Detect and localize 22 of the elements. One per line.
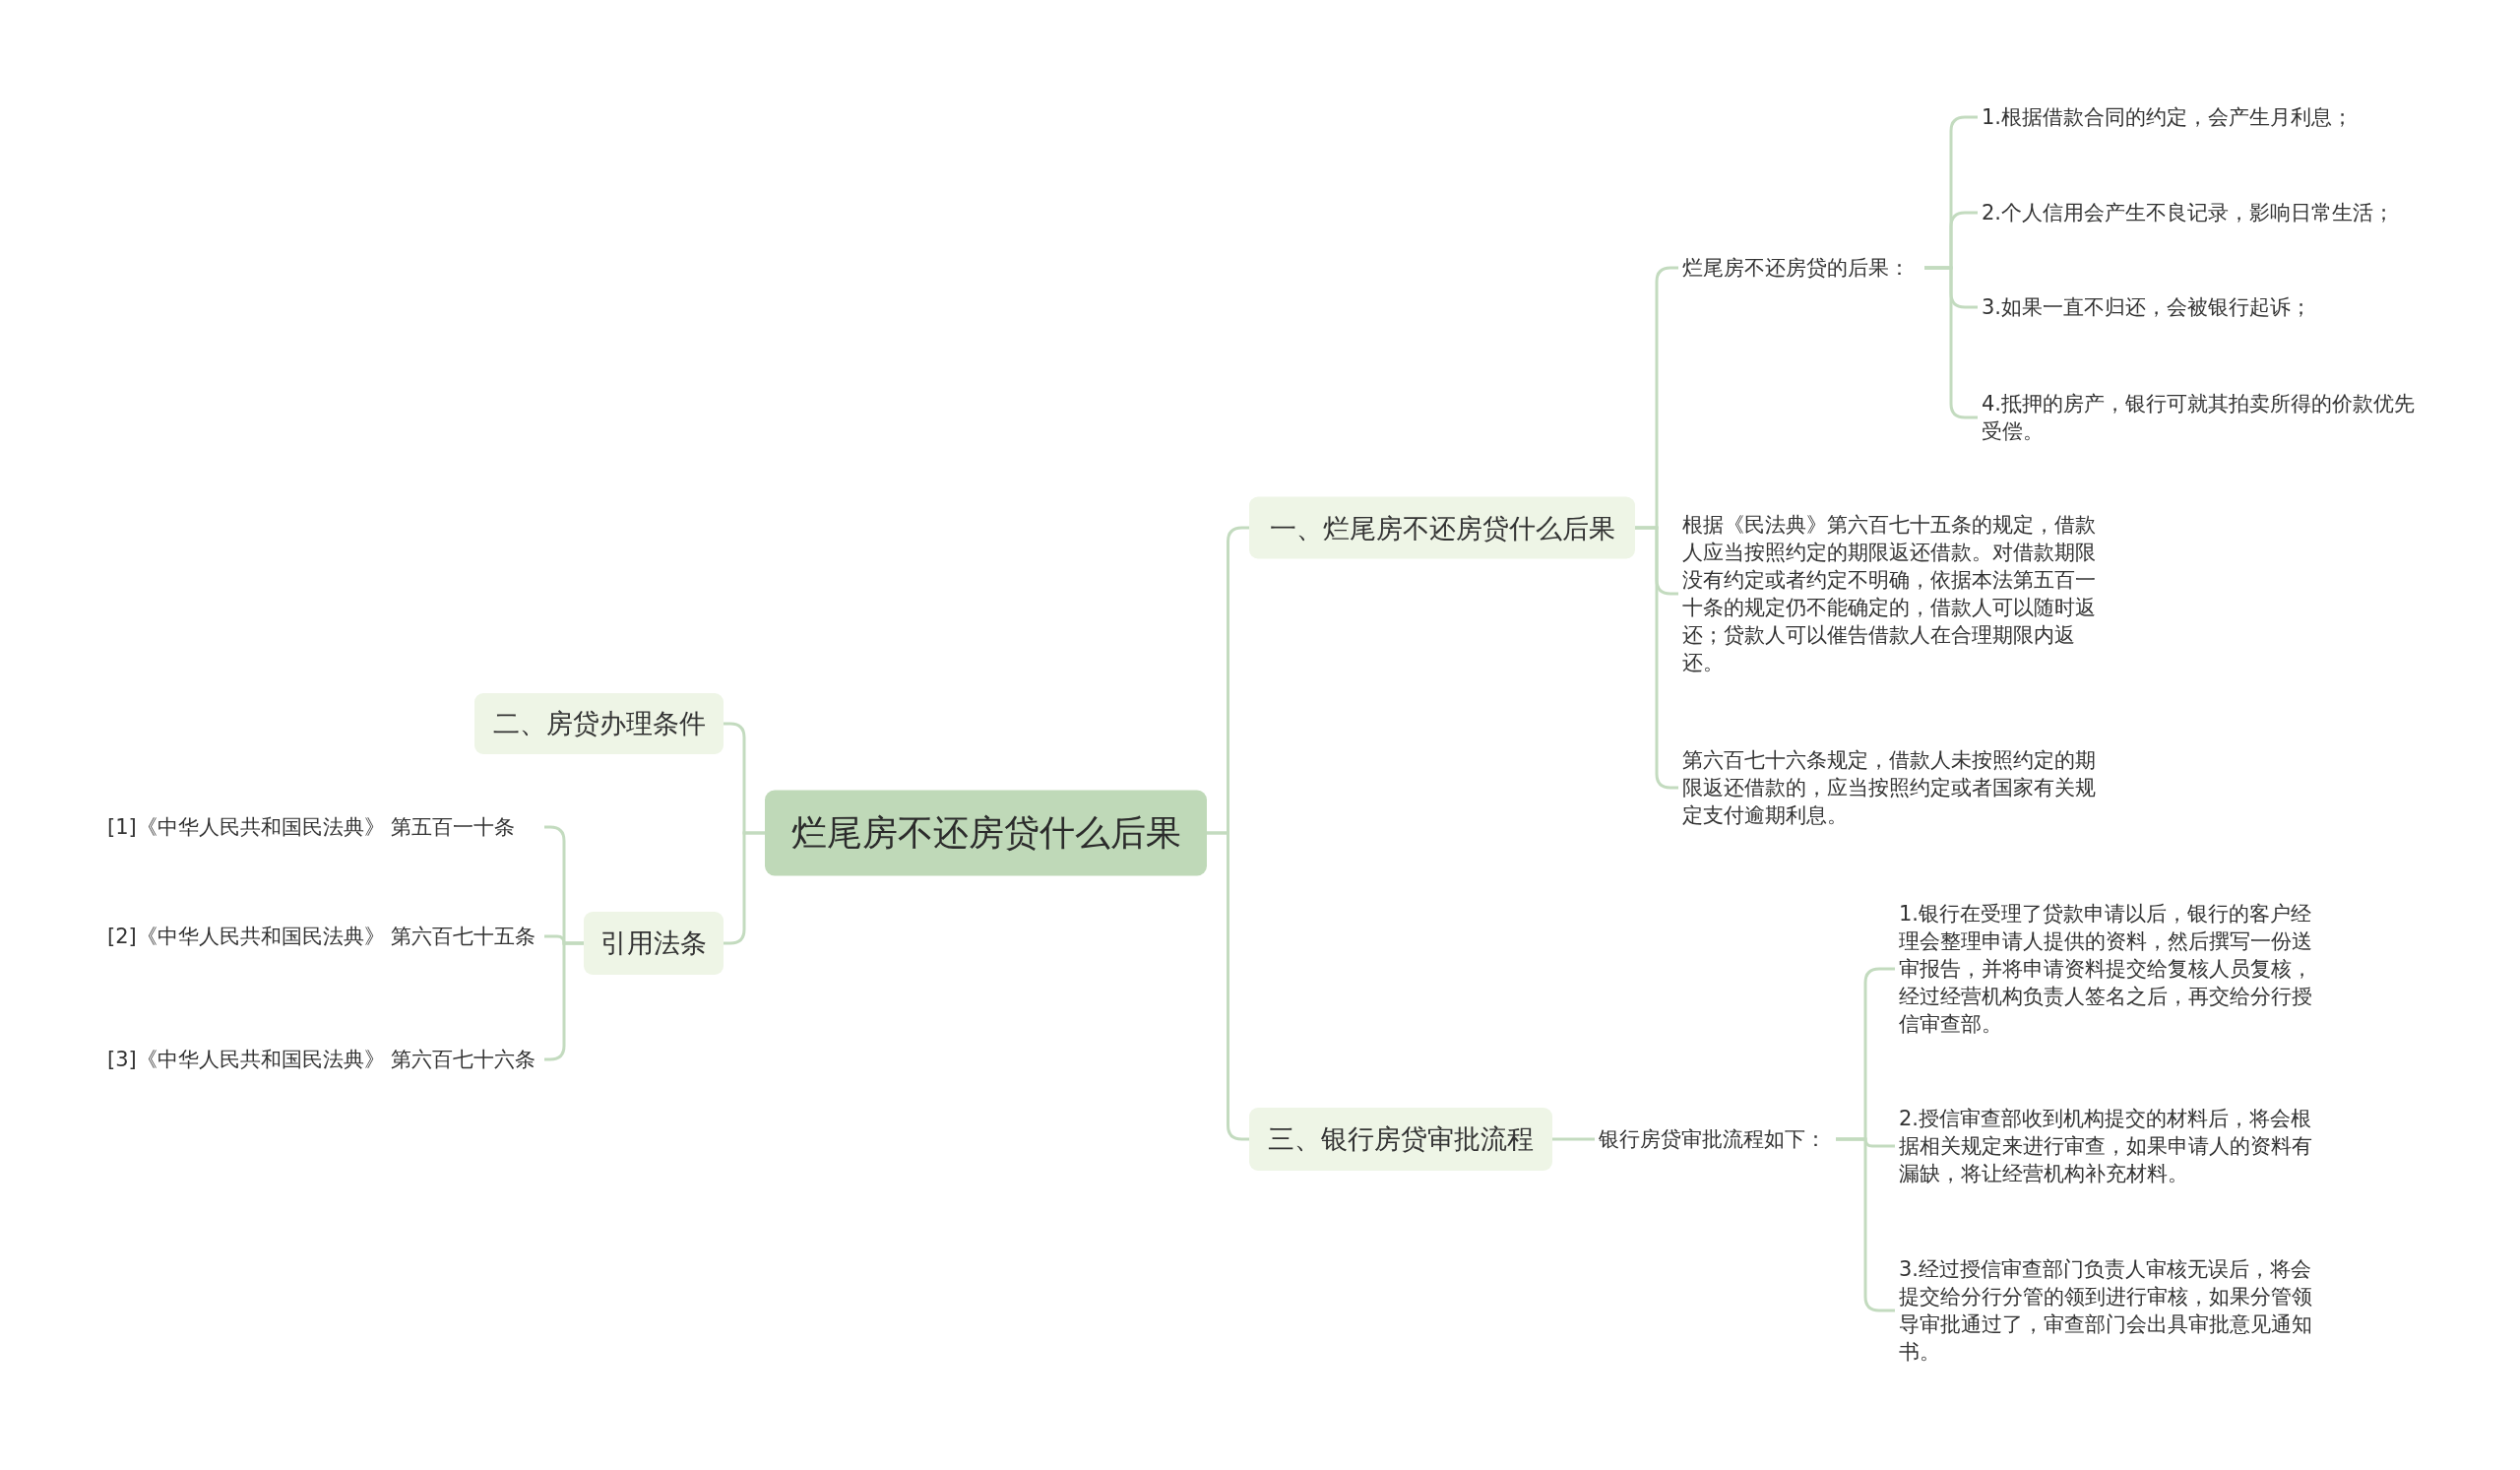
topic-box: 二、房贷办理条件 xyxy=(474,693,724,754)
topic-text: 3.如果一直不归还，会被银行起诉； xyxy=(1978,291,2421,323)
topic-text: 1.根据借款合同的约定，会产生月利息； xyxy=(1978,101,2421,133)
topic-text: 第六百七十六条规定，借款人未按照约定的期限返还借款的，应当按照约定或者国家有关规定支付逾期利息。 xyxy=(1678,744,2104,831)
topic-text: [3]《中华人民共和国民法典》 第六百七十六条 xyxy=(103,1044,544,1075)
topic-text: [2]《中华人民共和国民法典》 第六百七十五条 xyxy=(103,921,544,952)
topic-text: 根据《民法典》第六百七十五条的规定，借款人应当按照约定的期限返还借款。对借款期限没有约定或者约定不明确，依据本法第五百一十条的规定仍不能确定的，借款人可以随时返还；贷款人可以催告借款人在合理期限内返还。 xyxy=(1678,509,2104,678)
topic-text: 2.授信审查部收到机构提交的材料后，将会根据相关规定来进行审查，如果申请人的资料有漏缺，将让经营机构补充材料。 xyxy=(1895,1103,2320,1189)
topic-text: 1.银行在受理了贷款申请以后，银行的客户经理会整理申请人提供的资料，然后撰写一份送审报告，并将申请资料提交给复核人员复核，经过经营机构负责人签名之后，再交给分行授信审查部。 xyxy=(1895,898,2320,1040)
topic-text: 烂尾房不还房贷的后果： xyxy=(1678,252,1924,284)
topic-text: [1]《中华人民共和国民法典》 第五百一十条 xyxy=(103,811,544,843)
topic-box: 三、银行房贷审批流程 xyxy=(1249,1108,1552,1171)
topic-box: 一、烂尾房不还房贷什么后果 xyxy=(1249,496,1635,559)
topic-text: 3.经过授信审查部门负责人审核无误后，将会提交给分行分管的领到进行审核，如果分管领导审批通过了，审查部门会出具审批意见通知书。 xyxy=(1895,1253,2320,1368)
topic-text: 4.抵押的房产，银行可就其拍卖所得的价款优先受偿。 xyxy=(1978,388,2421,447)
topic-text: 银行房贷审批流程如下： xyxy=(1595,1123,1836,1155)
connector-line xyxy=(724,831,765,945)
connector-line xyxy=(1552,1137,1595,1141)
connector-line xyxy=(1207,831,1249,1141)
topic-box: 引用法条 xyxy=(584,912,724,975)
topic-text: 2.个人信用会产生不良记录，影响日常生活； xyxy=(1978,197,2421,228)
central-topic: 烂尾房不还房贷什么后果 xyxy=(765,790,1207,876)
